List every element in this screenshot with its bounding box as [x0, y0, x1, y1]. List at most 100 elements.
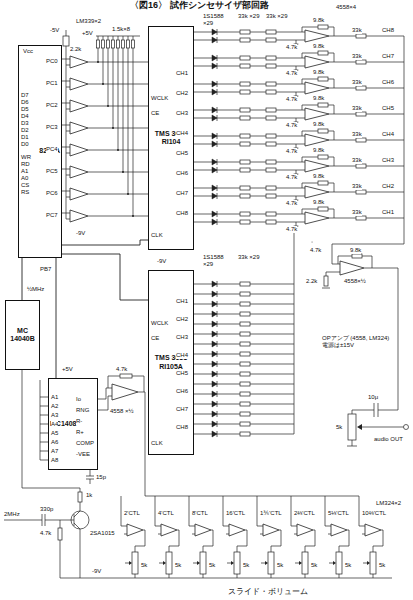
wire	[103, 48, 104, 84]
resistor-symbol	[240, 362, 250, 366]
resistor-symbol	[318, 181, 328, 185]
pin-label: 33k	[352, 209, 362, 216]
opamp-symbol	[127, 524, 143, 536]
pin-label: 5k	[336, 424, 342, 431]
pin-label: 5k	[277, 562, 283, 569]
opamp-symbol	[305, 82, 329, 94]
resistor-symbol	[240, 82, 250, 86]
wire	[332, 244, 404, 264]
resistor-symbol	[266, 186, 276, 190]
pin-label: A3	[51, 412, 58, 419]
resistor-symbol	[318, 25, 328, 29]
wire	[133, 36, 134, 40]
wire	[261, 563, 265, 564]
pin-label: PC1	[46, 80, 58, 87]
pin-label: RD	[21, 161, 30, 168]
resistor-symbol	[166, 552, 172, 574]
opamp-symbol	[70, 122, 88, 134]
pin-label: CH4	[176, 130, 188, 137]
wire	[133, 48, 134, 216]
resistor-symbol	[266, 108, 276, 112]
pin-label: CH1	[382, 209, 394, 216]
resistor-symbol	[234, 552, 240, 574]
pin-label: -9V	[76, 230, 85, 237]
resistor-symbol	[356, 164, 366, 168]
wire	[373, 530, 383, 552]
resistor-symbol	[78, 492, 82, 502]
wire	[329, 192, 404, 193]
pin-label: 9.8k	[313, 199, 324, 206]
pin-label: CH6	[176, 170, 188, 177]
resistor-symbol	[318, 103, 328, 107]
pin-label: CH4	[176, 352, 188, 359]
wire	[217, 219, 218, 225]
wire	[329, 88, 404, 89]
opamp-symbol	[305, 30, 329, 42]
wire	[217, 29, 218, 35]
pin-label: 4558×½	[344, 278, 366, 285]
diode-symbol	[212, 141, 217, 147]
pin-label: 5k	[345, 562, 351, 569]
connector	[62, 254, 148, 300]
resistor-symbol	[266, 30, 276, 34]
wire	[352, 410, 374, 414]
resistor-symbol	[318, 77, 328, 81]
resistor-symbol	[240, 322, 250, 326]
wire	[193, 563, 197, 564]
wire	[237, 530, 247, 552]
opamp-symbol	[331, 524, 347, 536]
wire	[217, 281, 218, 287]
wire	[74, 511, 80, 517]
pin-label: 5k	[175, 562, 181, 569]
pin-label: D2	[21, 127, 29, 134]
pin-label: 5k	[141, 562, 147, 569]
wire	[217, 311, 218, 317]
wire	[108, 48, 109, 106]
wire	[217, 351, 218, 357]
wire	[217, 55, 218, 61]
wire	[217, 371, 218, 377]
wire	[88, 172, 148, 173]
wire	[66, 219, 70, 220]
pin-label: CH8	[176, 424, 188, 431]
opamp-symbol	[70, 188, 88, 200]
diode-symbol	[212, 281, 217, 287]
pin-label: CH6	[176, 388, 188, 395]
resistor-symbol	[356, 86, 366, 90]
pin-label: 9.8k	[313, 69, 324, 76]
wire	[40, 451, 48, 452]
pin-label: 4.7k	[286, 96, 297, 103]
pin-label: 4.7k	[286, 226, 297, 233]
wire	[217, 115, 218, 121]
pin-label: PC4	[46, 146, 58, 153]
wire	[158, 534, 161, 535]
wire	[40, 406, 48, 407]
wire	[339, 574, 340, 578]
opamp-symbol	[70, 210, 88, 222]
wire	[113, 36, 114, 40]
resistor-symbol	[97, 40, 100, 48]
opamp-symbol	[305, 212, 329, 224]
wire	[62, 169, 70, 170]
pin-label: CH5	[176, 370, 188, 377]
pin-label: D7	[21, 92, 29, 99]
wire	[135, 574, 136, 578]
figure-caption: スライド・ボリューム	[228, 587, 308, 597]
wire	[66, 65, 70, 66]
opamp-symbol	[305, 186, 329, 198]
resistor-symbol	[240, 282, 250, 286]
wire	[62, 147, 70, 148]
diode-symbol	[212, 381, 217, 387]
diode-symbol	[212, 63, 217, 69]
wire	[124, 534, 127, 535]
opamp-symbol	[70, 100, 88, 112]
resistor-symbol	[348, 414, 356, 440]
pin-label: CH5	[176, 150, 188, 157]
diode-symbol	[212, 219, 217, 225]
pin-label: 33k ×29	[238, 254, 262, 261]
pin-label: RS	[21, 189, 29, 196]
resistor-symbol	[200, 552, 206, 574]
wiper-arrow	[299, 561, 302, 565]
resistor-symbol	[240, 30, 250, 34]
pin-label: 10⅔'CTL	[362, 510, 386, 517]
